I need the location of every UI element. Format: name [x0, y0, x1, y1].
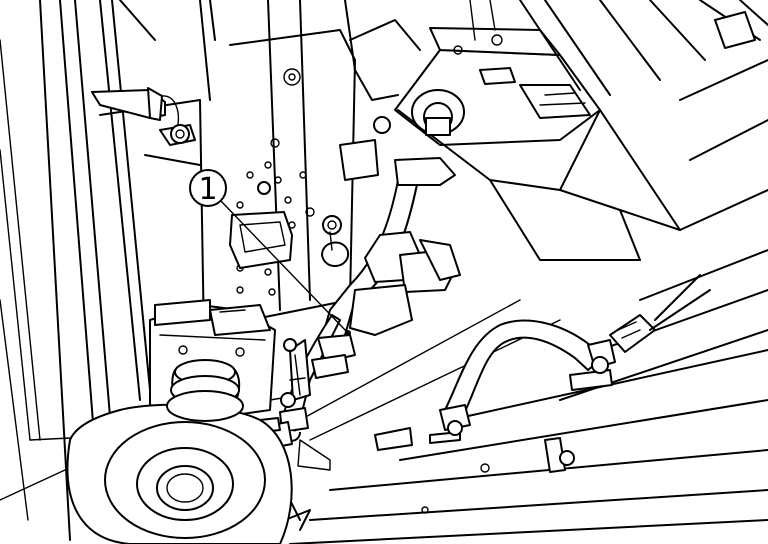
callout-target-dot	[345, 330, 351, 336]
clip-bolt	[91, 87, 196, 146]
body-panel	[229, 0, 379, 321]
circular-mount	[0, 359, 293, 544]
callout-circle	[189, 169, 227, 207]
callout-1: 1	[189, 169, 351, 336]
upper-bracket	[344, 0, 768, 191]
callout-leader-line	[219, 199, 349, 334]
hose-assembly	[259, 157, 461, 448]
right-hose	[439, 274, 711, 436]
callout-number: 1	[198, 172, 217, 207]
frame-members	[269, 59, 768, 544]
